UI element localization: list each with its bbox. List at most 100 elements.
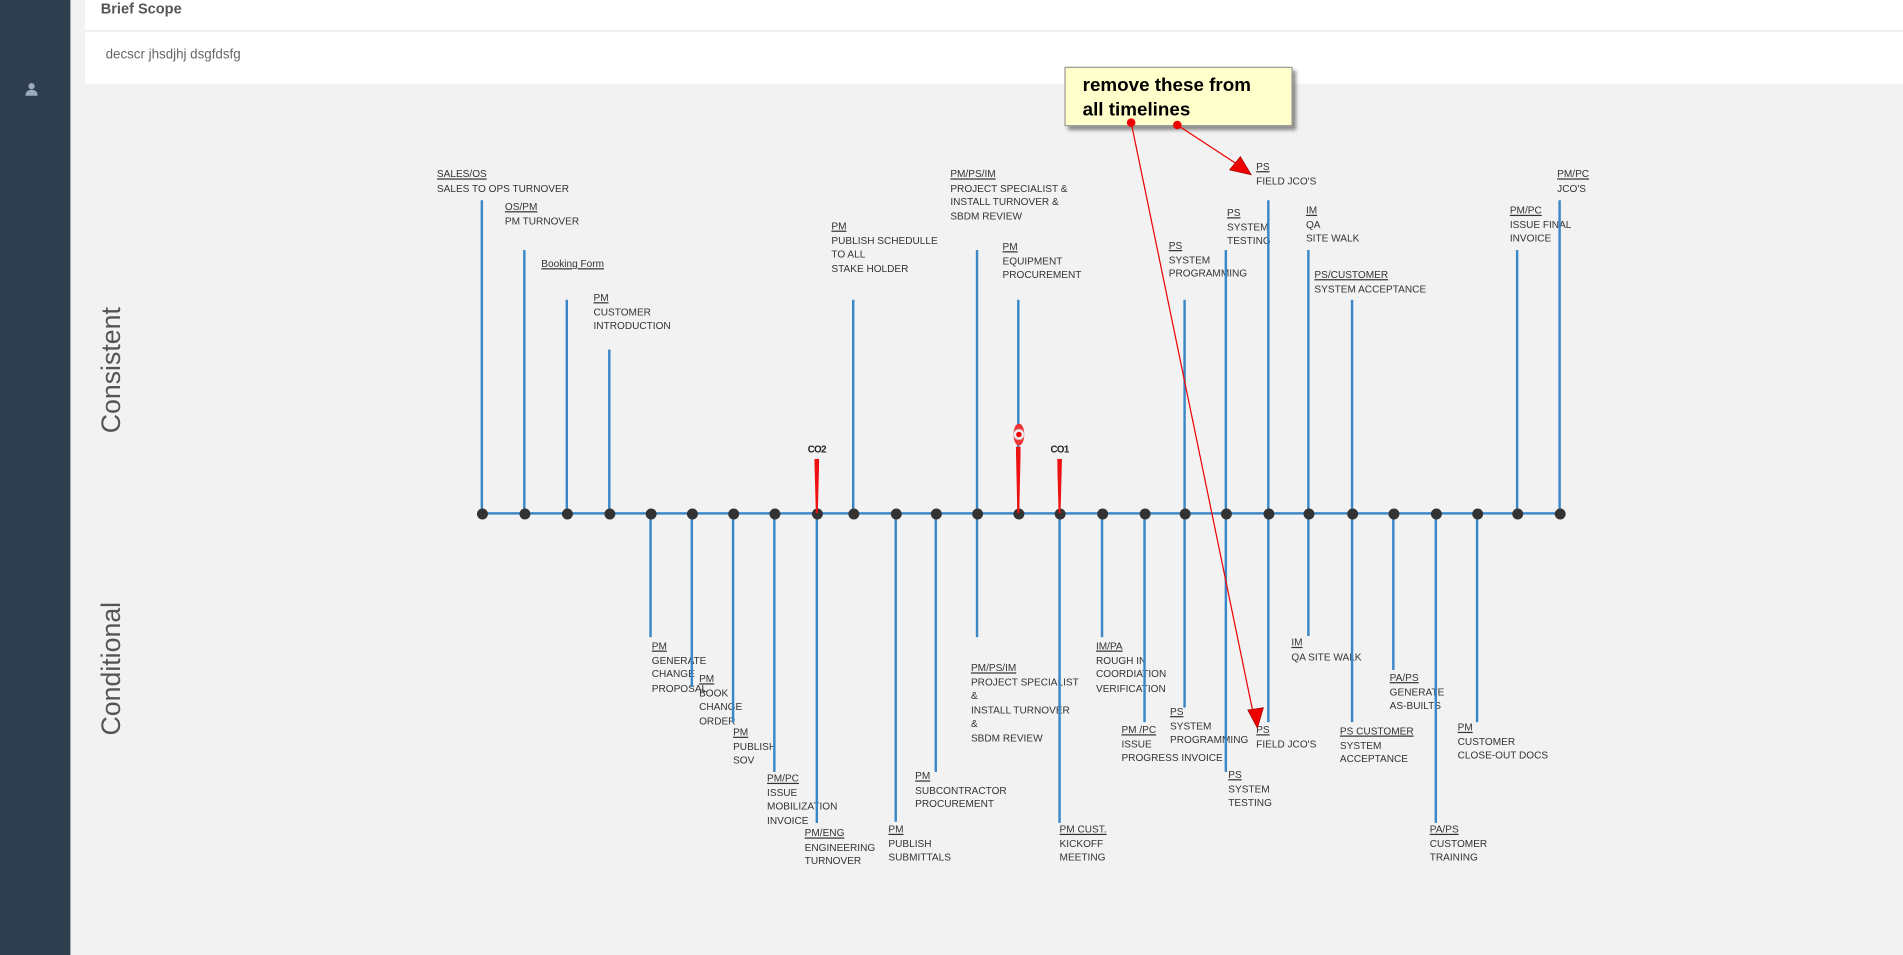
timeline-node[interactable] (1511, 507, 1523, 519)
milestone-text: CUSTOMER (1457, 735, 1516, 748)
timeline-node[interactable] (1387, 507, 1399, 519)
milestone-role[interactable]: SALES/OS (436, 167, 487, 180)
timeline-node[interactable] (847, 507, 859, 519)
timeline-connector (773, 513, 776, 772)
sidebar (0, 0, 71, 955)
milestone-text: BOOK (699, 686, 729, 699)
timeline-node[interactable] (1139, 507, 1150, 519)
milestone-role[interactable]: PM (888, 822, 904, 836)
milestone-text: INVOICE (1509, 232, 1552, 245)
milestone-role[interactable]: OS/PM (504, 200, 538, 213)
milestone-text: PUBLISH SCHEDULLE (831, 233, 938, 246)
milestone-role[interactable]: Booking Form (541, 257, 605, 270)
milestone-text: TURNOVER (804, 854, 862, 867)
milestone-role[interactable]: PS/CUSTOMER (1314, 268, 1389, 281)
milestone-role[interactable]: PM (651, 639, 667, 652)
milestone-role[interactable]: PM CUST. (1059, 822, 1107, 836)
milestone-role[interactable]: PS (1256, 723, 1270, 736)
timeline-node[interactable] (603, 507, 615, 519)
milestone-role[interactable]: PA/PS (1429, 822, 1459, 836)
timeline-connector (815, 513, 819, 823)
timeline-node[interactable] (1054, 507, 1066, 519)
change-order-marker[interactable] (814, 458, 820, 514)
timeline-connector (975, 513, 979, 638)
timeline-node[interactable] (645, 507, 657, 519)
timeline-node[interactable] (1262, 507, 1274, 519)
milestone-role[interactable]: PS (1256, 160, 1270, 173)
milestone-text: SYSTEM (1170, 719, 1212, 732)
milestone-text: PM TURNOVER (504, 214, 580, 227)
milestone-text: SOV (733, 753, 755, 767)
milestone-role[interactable]: PM/PS/IM (970, 661, 1017, 674)
timeline-connector (894, 513, 897, 822)
timeline-node[interactable] (971, 507, 983, 519)
milestone-role[interactable]: PM (1457, 720, 1473, 734)
timeline-node[interactable] (476, 507, 488, 519)
timeline-node[interactable] (518, 507, 530, 519)
timeline-connector (1100, 513, 1104, 638)
milestone-role[interactable]: PM /PC (1121, 723, 1157, 736)
timeline-node[interactable] (930, 507, 942, 519)
milestone-text: SBDM REVIEW (950, 209, 1022, 222)
milestone-role[interactable]: PM (593, 291, 609, 304)
milestone-role[interactable]: PM/PC (1557, 167, 1590, 180)
milestone-role[interactable]: PS (1228, 768, 1242, 781)
timeline-node[interactable] (1302, 507, 1314, 519)
milestone-text: EQUIPMENT (1002, 254, 1063, 267)
milestone-role[interactable]: PS (1170, 705, 1184, 718)
milestone-text: INSTALL TURNOVER & (950, 195, 1059, 208)
timeline-node[interactable] (890, 507, 902, 519)
timeline-node[interactable] (1430, 507, 1442, 519)
milestone-role[interactable]: PM (915, 769, 931, 782)
timeline-connector (608, 349, 611, 514)
timeline-node[interactable] (1554, 507, 1566, 519)
milestone-role[interactable]: IM/PA (1095, 639, 1123, 652)
timeline-node[interactable] (1096, 507, 1108, 519)
milestone-text: VERIFICATION (1095, 681, 1166, 694)
timeline-node[interactable] (1220, 507, 1232, 519)
milestone-text: TESTING (1227, 234, 1271, 247)
timeline-node[interactable] (561, 507, 573, 519)
timeline-node[interactable] (1471, 507, 1483, 519)
change-order-marker[interactable] (1015, 446, 1021, 514)
milestone-text: TRAINING (1429, 851, 1478, 864)
milestone-role[interactable]: PS CUSTOMER (1339, 724, 1414, 737)
timeline-node[interactable] (1012, 507, 1024, 519)
milestone-role[interactable]: PS (1227, 206, 1241, 219)
timeline-node[interactable] (1179, 507, 1191, 519)
milestone-role[interactable]: PM/ENG (804, 826, 845, 839)
timeline-node[interactable] (1346, 507, 1358, 519)
timeline-node[interactable] (727, 507, 739, 519)
milestone-role[interactable]: IM (1291, 635, 1303, 649)
milestone-role[interactable]: IM (1305, 203, 1318, 217)
change-order-marker[interactable] (1057, 458, 1062, 514)
milestone-role[interactable]: PM/PC (1509, 203, 1542, 217)
milestone-text: PROJECT SPECIALIST (970, 675, 1079, 688)
milestone-role[interactable]: PM (1002, 240, 1018, 253)
milestone-role[interactable]: PM (831, 219, 847, 232)
milestone-role[interactable]: PM (733, 725, 749, 738)
milestone-text: SUBMITTALS (888, 851, 951, 864)
timeline-node[interactable] (686, 507, 698, 519)
milestone-role[interactable]: PA/PS (1389, 671, 1419, 684)
milestone-role[interactable]: PM (699, 672, 715, 685)
milestone-text: FIELD JCO'S (1256, 737, 1317, 750)
milestone-text: GENERATE (651, 653, 707, 666)
red-pin-icon (1013, 423, 1025, 446)
callout-line-1: remove these from (1082, 75, 1251, 96)
timeline-connector (1143, 513, 1146, 723)
timeline-node[interactable] (768, 507, 780, 519)
user-icon[interactable] (25, 83, 38, 96)
milestone-role[interactable]: PM/PS/IM (950, 167, 996, 180)
milestone-role[interactable]: PM/PC (767, 771, 799, 785)
timeline-node[interactable] (811, 507, 823, 519)
